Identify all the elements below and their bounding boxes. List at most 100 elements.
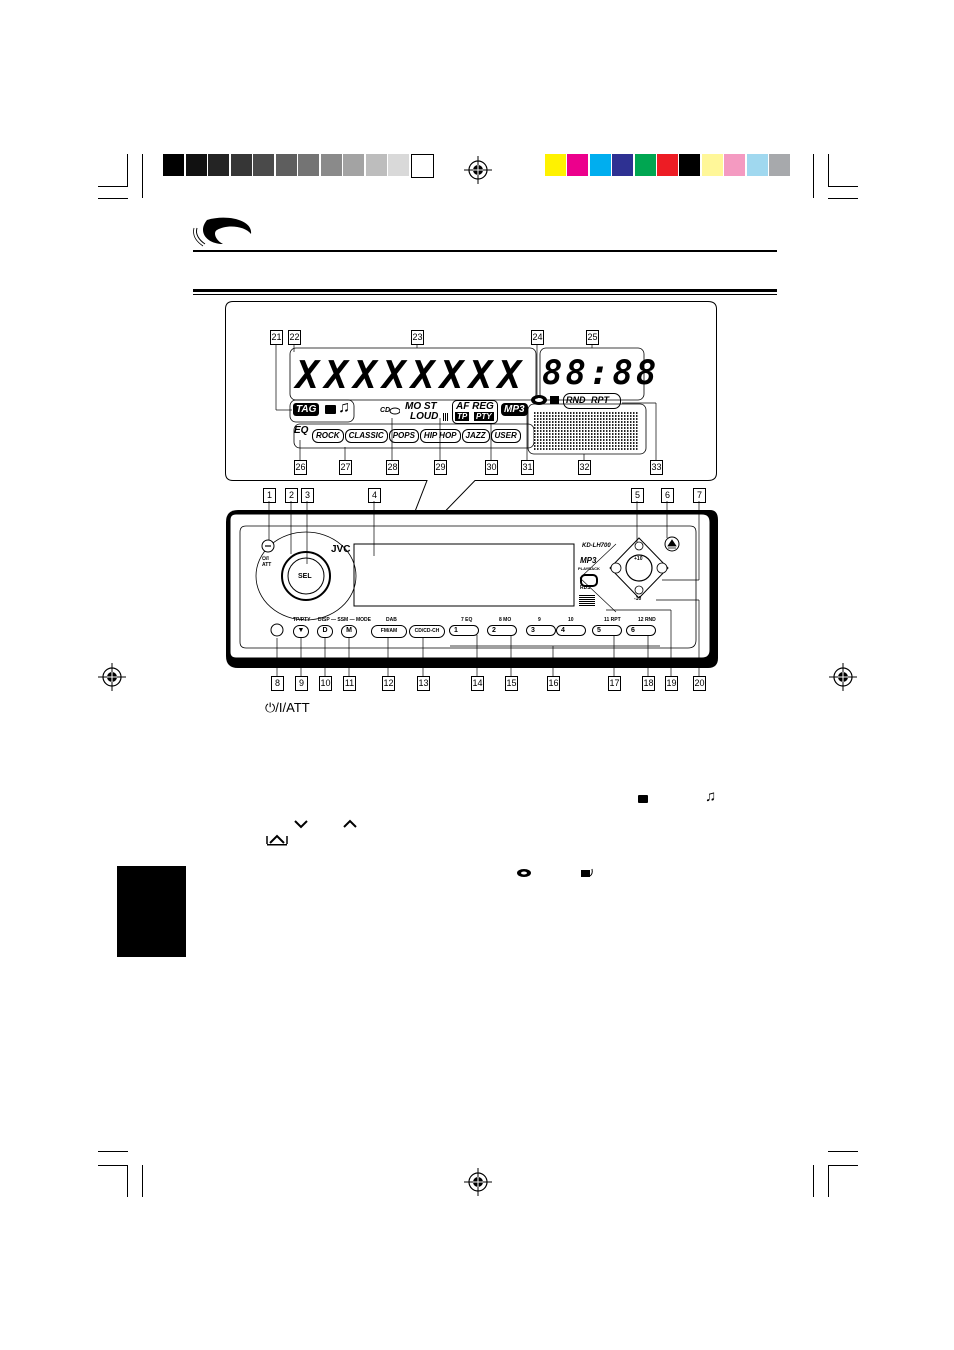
- disc-icon: [517, 869, 531, 877]
- process-swatch: [701, 154, 723, 176]
- crop-mark-tl-h2: [98, 198, 128, 199]
- process-swatch: [769, 154, 790, 176]
- crop-mark-br-v2: [813, 1165, 814, 1197]
- process-swatch: [746, 154, 768, 176]
- disp-button[interactable]: D: [317, 625, 333, 638]
- unit-minus10-label: -10: [634, 596, 642, 602]
- section-rule-thick: [193, 289, 777, 292]
- callout-9: 9: [295, 676, 308, 691]
- callout-22: 22: [288, 330, 301, 345]
- callout-17: 17: [608, 676, 621, 691]
- svg-text:CD: CD: [380, 407, 390, 414]
- lcd-tp-indicator: TP: [455, 412, 470, 421]
- lcd-leader-lines: [275, 344, 657, 460]
- power-att-label: ⏻/I/ATT: [265, 700, 310, 715]
- chevron-down-icon: [294, 820, 308, 829]
- callout-14: 14: [471, 676, 484, 691]
- crop-mark-tr-v: [828, 154, 829, 186]
- lcd-af-reg-frame: [452, 400, 498, 424]
- process-swatch: [612, 154, 634, 176]
- callout-15: 15: [505, 676, 518, 691]
- callout-28: 28: [386, 460, 399, 475]
- preset-alt-label: 11 RPT: [604, 617, 621, 623]
- unit-rds-logo-icon: [580, 574, 598, 587]
- lcd-rnd-indicator: RND: [566, 395, 586, 405]
- preset-button-4[interactable]: 4: [556, 625, 586, 636]
- crop-mark-br-h: [828, 1165, 858, 1166]
- preset-alt-label: 8 MO: [499, 617, 512, 623]
- cd-cdch-button[interactable]: CD/CD-CH: [409, 625, 445, 638]
- mode-button[interactable]: M: [341, 625, 357, 638]
- unit-playback-label: PLAYBACK: [578, 566, 600, 571]
- crop-mark-tr-h: [828, 186, 858, 187]
- gray-swatch: [163, 154, 184, 176]
- crop-mark-br-h2: [828, 1151, 858, 1152]
- preset-alt-label: 12 RND: [638, 617, 656, 623]
- lcd-note-icon: ♫: [338, 399, 350, 416]
- callout-31: 31: [521, 460, 534, 475]
- process-swatch: [567, 154, 589, 176]
- callout-8: 8: [271, 676, 284, 691]
- callout-13: 13: [417, 676, 430, 691]
- preset-button-1[interactable]: 1: [449, 625, 479, 636]
- preset-button-6[interactable]: 6: [626, 625, 656, 636]
- preset-button-3[interactable]: 3: [526, 625, 556, 636]
- preset-alt-label: 10: [568, 617, 574, 623]
- preset-button-2[interactable]: 2: [487, 625, 517, 636]
- callout-20: 20: [693, 676, 706, 691]
- process-swatch: [589, 154, 611, 176]
- music-note-icon: ♫: [705, 788, 717, 805]
- gray-swatch: [208, 154, 229, 176]
- tp-pty-button[interactable]: ▼: [293, 625, 309, 638]
- callout-3: 3: [301, 488, 314, 503]
- crop-mark-tl-v: [127, 154, 128, 186]
- lcd-rpt-indicator: RPT: [591, 395, 609, 405]
- callout-25: 25: [586, 330, 599, 345]
- callout-4: 4: [368, 488, 381, 503]
- lcd-disc-folder-icon: [531, 395, 559, 405]
- callout-21: 21: [270, 330, 283, 345]
- disc-folder-icon: [581, 868, 593, 877]
- crop-mark-tl-v2: [142, 154, 143, 198]
- unit-model-label: KD-LH700: [582, 543, 611, 549]
- lcd-eq-mode: CLASSIC: [344, 429, 388, 443]
- callout-33: 33: [650, 460, 663, 475]
- lcd-folder-icon: [325, 405, 336, 414]
- lcd-af-reg-indicator: AF REG: [456, 401, 494, 412]
- unit-mp3-badge: MP3: [580, 556, 597, 565]
- crop-mark-bl-v2: [142, 1165, 143, 1197]
- crop-mark-bl-v: [127, 1165, 128, 1197]
- lcd-eq-mode: JAZZ: [461, 429, 490, 443]
- crop-mark-br-v: [828, 1165, 829, 1197]
- gray-swatch: [275, 154, 297, 176]
- lcd-rnd-rpt-frame: [563, 393, 621, 409]
- chevron-up-icon: [343, 819, 357, 828]
- fm-am-button[interactable]: FM/AM: [371, 625, 407, 638]
- section-logo-icon: [193, 217, 252, 247]
- lcd-pty-indicator: PTY: [474, 412, 494, 421]
- gray-swatch: [343, 154, 364, 176]
- lcd-eq-mode: ROCK: [312, 429, 344, 443]
- process-swatch: [679, 154, 701, 176]
- callout-29: 29: [434, 460, 447, 475]
- process-swatch: [545, 154, 566, 176]
- lcd-eq-mode: POPS: [388, 429, 419, 443]
- preset-button-5[interactable]: 5: [592, 625, 622, 636]
- crop-mark-bl-h2: [98, 1151, 128, 1152]
- lcd-loud-indicator: LOUD: [410, 411, 439, 422]
- crop-mark-bl-h: [98, 1165, 128, 1166]
- callout-5: 5: [631, 488, 644, 503]
- lcd-most-indicator: MO ST: [405, 401, 437, 412]
- callout-10: 10: [319, 676, 332, 691]
- gray-swatch: [185, 154, 207, 176]
- lcd-level-meter-mask: [534, 412, 638, 450]
- unit-leader-lines: [268, 501, 700, 677]
- gray-swatch: [365, 154, 387, 176]
- folder-icon: [638, 795, 648, 803]
- unit-plus10-label: +10: [634, 556, 643, 562]
- lcd-cd-icon: CD: [380, 407, 400, 415]
- callout-23: 23: [411, 330, 424, 345]
- gray-swatch: [320, 154, 342, 176]
- callout-2: 2: [285, 488, 298, 503]
- callout-1: 1: [263, 488, 276, 503]
